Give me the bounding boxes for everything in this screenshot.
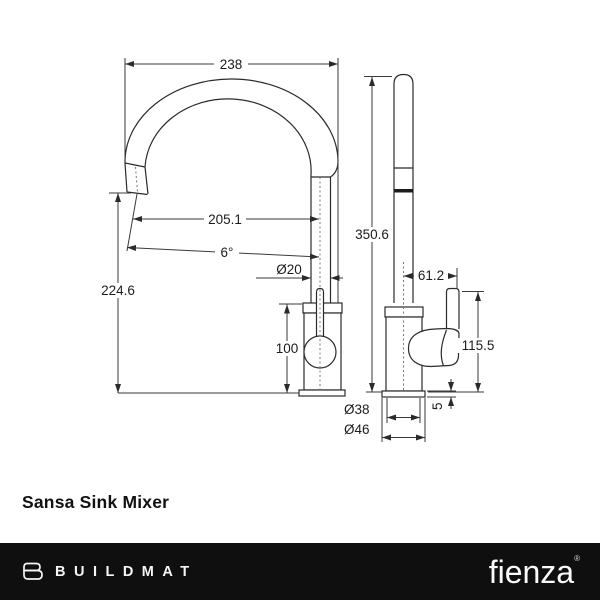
- buildmat-brand: BUILDMAT: [20, 559, 198, 584]
- label-spout-reach: 205.1: [208, 212, 242, 227]
- dim-spout-width: [124, 58, 339, 303]
- fienza-logo: fienza®: [488, 554, 580, 590]
- mixer-body-front: [298, 287, 346, 397]
- registered-trademark: ®: [574, 554, 580, 563]
- footer-bar: BUILDMAT fienza®: [0, 543, 600, 600]
- riser-pipe-side: [393, 73, 414, 303]
- dimension-labels: 238 205.1 6° Ø20 224.6 100 350.6 61.2 11…: [98, 56, 499, 437]
- side-dimensions: [364, 76, 484, 442]
- spout-outline: [124, 78, 339, 303]
- mixer-body-side: [381, 287, 460, 398]
- label-spout-diameter: Ø20: [276, 262, 302, 277]
- label-handle-reach: 61.2: [418, 268, 444, 283]
- label-spout-angle: 6°: [221, 245, 234, 260]
- cartridge-housing: [407, 327, 460, 368]
- label-body-diameter: Ø38: [344, 402, 370, 417]
- dim-base-thickness: [427, 379, 456, 409]
- label-handle-height: 115.5: [462, 338, 495, 353]
- label-base-thickness: 5: [430, 402, 445, 410]
- dim-body-diameter: [386, 398, 421, 423]
- handle-lever: [445, 287, 460, 329]
- front-view: [124, 78, 346, 397]
- fienza-wordmark: fienza: [488, 554, 575, 590]
- label-outlet-height: 224.6: [101, 283, 135, 298]
- buildmat-logo-icon: [23, 562, 43, 580]
- label-body-height: 100: [276, 341, 299, 356]
- label-spout-width: 238: [220, 57, 243, 72]
- label-total-height: 350.6: [355, 227, 389, 242]
- aerator-band: [394, 189, 413, 193]
- product-title: Sansa Sink Mixer: [22, 492, 170, 512]
- label-base-diameter: Ø46: [344, 422, 370, 437]
- housing-seam: [440, 329, 448, 367]
- technical-drawing: 238 205.1 6° Ø20 224.6 100 350.6 61.2 11…: [98, 56, 499, 442]
- dim-base-diameter: [381, 398, 426, 442]
- buildmat-wordmark: BUILDMAT: [55, 563, 198, 580]
- side-view: [381, 73, 460, 398]
